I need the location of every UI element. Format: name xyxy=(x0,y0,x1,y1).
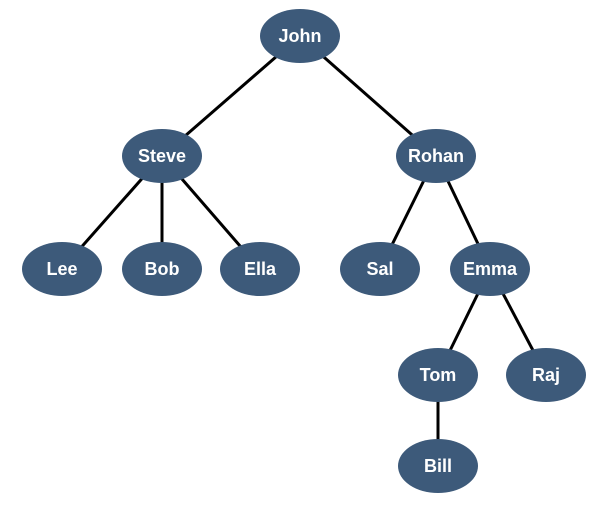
node-ellipse-tom xyxy=(398,348,478,402)
node-bob: Bob xyxy=(122,242,202,296)
node-ellipse-raj xyxy=(506,348,586,402)
node-lee: Lee xyxy=(22,242,102,296)
node-ellipse-sal xyxy=(340,242,420,296)
node-ellipse-emma xyxy=(450,242,530,296)
node-label-emma: Emma xyxy=(463,259,518,279)
node-ellipse-steve xyxy=(122,129,202,183)
node-label-bill: Bill xyxy=(424,456,452,476)
node-rohan: Rohan xyxy=(396,129,476,183)
node-ella: Ella xyxy=(220,242,300,296)
node-label-lee: Lee xyxy=(46,259,77,279)
node-ellipse-lee xyxy=(22,242,102,296)
node-label-raj: Raj xyxy=(532,365,560,385)
node-label-bob: Bob xyxy=(145,259,180,279)
node-raj: Raj xyxy=(506,348,586,402)
node-steve: Steve xyxy=(122,129,202,183)
node-ellipse-bob xyxy=(122,242,202,296)
node-ellipse-john xyxy=(260,9,340,63)
node-label-ella: Ella xyxy=(244,259,277,279)
node-emma: Emma xyxy=(450,242,530,296)
node-sal: Sal xyxy=(340,242,420,296)
node-label-rohan: Rohan xyxy=(408,146,464,166)
node-ellipse-bill xyxy=(398,439,478,493)
node-bill: Bill xyxy=(398,439,478,493)
node-label-sal: Sal xyxy=(366,259,393,279)
node-label-steve: Steve xyxy=(138,146,186,166)
node-ellipse-rohan xyxy=(396,129,476,183)
node-label-tom: Tom xyxy=(420,365,457,385)
node-john: John xyxy=(260,9,340,63)
node-label-john: John xyxy=(279,26,322,46)
node-tom: Tom xyxy=(398,348,478,402)
node-ellipse-ella xyxy=(220,242,300,296)
